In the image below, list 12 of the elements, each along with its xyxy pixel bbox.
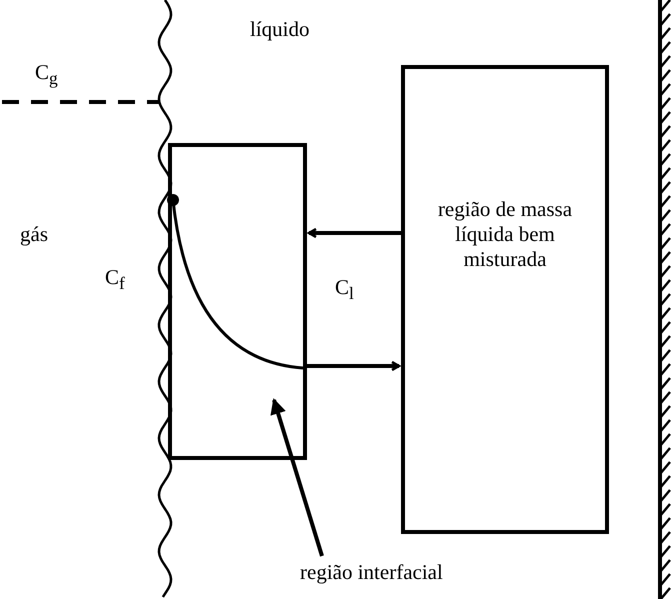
arrow — [305, 360, 400, 372]
phase-label: gás — [20, 222, 48, 247]
concentration-symbol: C$_{g}$ — [35, 60, 58, 90]
interfacial-box — [168, 143, 307, 460]
region-label: região de massa líquida bem misturada — [436, 197, 574, 272]
region-label: região interfacial — [300, 560, 443, 585]
arrow — [308, 228, 401, 238]
phase-label: líquido — [250, 17, 310, 42]
region-box — [401, 65, 609, 534]
arrow — [270, 398, 324, 557]
concentration-symbol: C$_{f}$ — [105, 265, 125, 294]
concentration-symbol: C$_{l}$ — [335, 275, 354, 304]
